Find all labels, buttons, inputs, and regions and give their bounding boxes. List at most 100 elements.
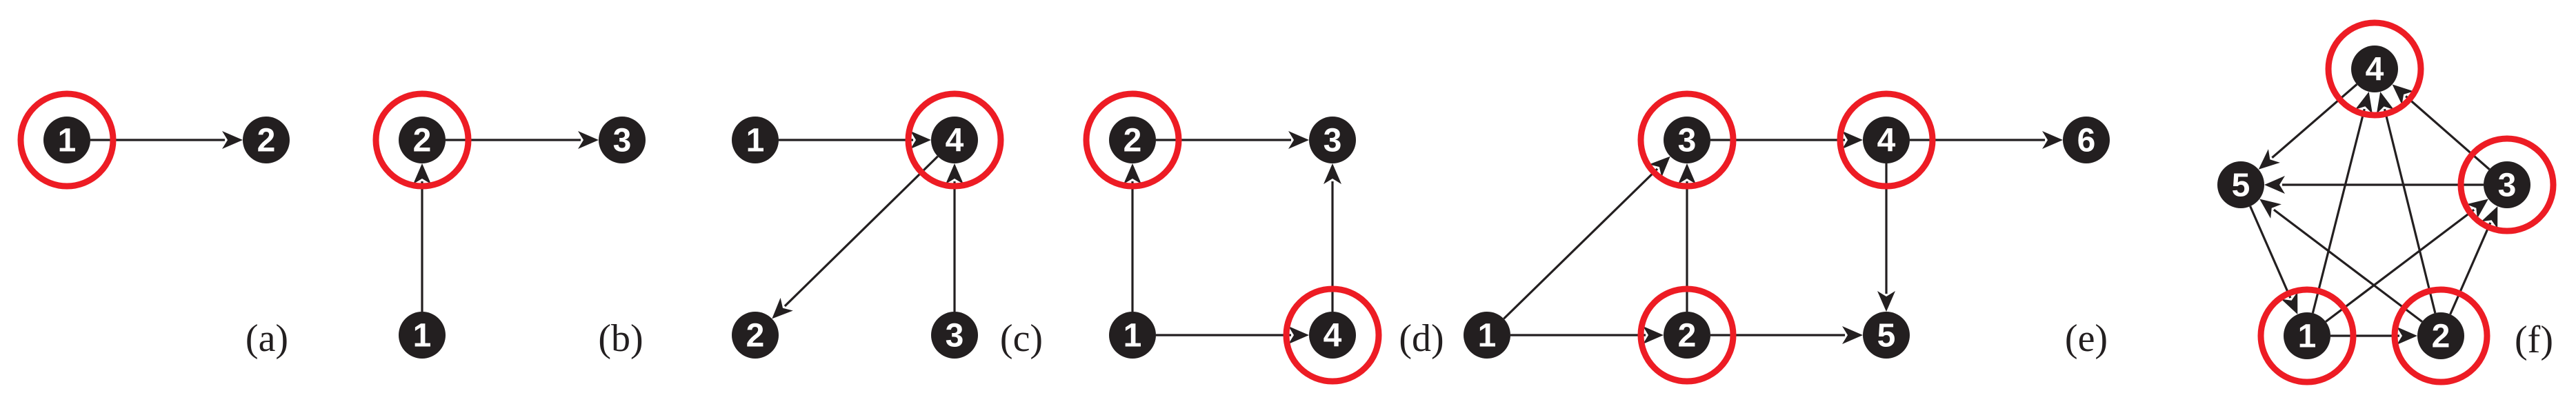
arrowhead-icon (2481, 206, 2498, 229)
panel-label: (c) (1000, 317, 1043, 360)
edge-1-to-2 (413, 163, 431, 312)
arrowhead-icon (578, 131, 599, 149)
node-circle (732, 312, 779, 359)
arrowhead-icon (1324, 163, 1341, 184)
edge-2-to-5 (2259, 199, 2423, 323)
node-circle (2063, 117, 2110, 163)
node-1: 1 (732, 117, 779, 163)
edge-5-to-1 (2249, 205, 2298, 314)
edge-1-to-2 (2330, 327, 2417, 345)
node-label: 4 (1324, 318, 1342, 354)
arrowhead-icon (1842, 131, 1863, 149)
edge-line (2325, 208, 2475, 323)
highlight-ring (1083, 90, 1182, 190)
edge-4-to-5 (2258, 83, 2358, 170)
node-4: 4 (1283, 285, 1382, 385)
edge-3-to-4 (946, 163, 963, 312)
node-label: 2 (257, 123, 276, 159)
node-circle (2417, 312, 2464, 359)
node-label: 5 (1877, 318, 1896, 354)
node-circle (599, 117, 646, 163)
edge-line (783, 155, 939, 308)
edge-2-to-3 (2449, 206, 2498, 315)
arrowhead-icon (413, 163, 431, 184)
edge-3-to-5 (2264, 176, 2484, 194)
node-4: 4 (905, 90, 1004, 190)
arrowhead-icon (2355, 92, 2373, 114)
arrowhead-icon (772, 297, 793, 319)
node-1: 1 (2257, 286, 2357, 385)
edge-2-to-4 (2376, 92, 2437, 314)
edge-1-to-4 (1156, 326, 1309, 344)
node-label: 4 (1877, 123, 1896, 159)
node-3: 3 (1637, 90, 1737, 190)
node-circle (2217, 161, 2264, 208)
node-label: 3 (946, 318, 964, 354)
node-circle (243, 117, 290, 163)
node-label: 1 (58, 123, 77, 159)
highlight-ring (372, 90, 472, 190)
edge-4-to-2 (772, 155, 939, 319)
panel-label: (b) (598, 317, 643, 360)
edge-1-to-3 (1503, 156, 1670, 320)
node-circle (1863, 312, 1910, 359)
node-circle (1464, 312, 1510, 359)
edge-line (2249, 205, 2292, 299)
node-circle (1109, 117, 1156, 163)
highlight-ring (1283, 285, 1382, 385)
node-label: 2 (413, 123, 432, 159)
edge-1-to-2 (1124, 163, 1141, 312)
node-circle (931, 117, 978, 163)
edge-line (2449, 222, 2492, 315)
edge-line (2273, 208, 2423, 323)
node-2: 2 (1083, 90, 1182, 190)
node-circle (1863, 117, 1910, 163)
node-circle (1309, 312, 1356, 359)
arrowhead-icon (2397, 327, 2417, 345)
arrowhead-icon (1288, 326, 1309, 344)
node-label: 4 (2366, 52, 2384, 88)
node-label: 1 (2298, 319, 2317, 355)
panel-d: 2 3 1 4 (d) (1083, 90, 1444, 385)
edge-1-to-2 (1510, 326, 1664, 344)
node-2: 2 (372, 90, 472, 190)
node-2: 2 (1637, 285, 1737, 385)
arrowhead-icon (2281, 292, 2298, 314)
arrowhead-icon (1877, 291, 1895, 312)
highlight-ring (2457, 135, 2557, 234)
arrowhead-icon (1649, 156, 1670, 177)
node-3: 3 (931, 312, 978, 359)
highlight-ring (905, 90, 1004, 190)
node-label: 1 (1124, 318, 1142, 354)
node-circle (1664, 117, 1710, 163)
arrowhead-icon (222, 131, 243, 149)
node-circle (43, 117, 90, 163)
node-label: 1 (746, 123, 765, 159)
highlight-ring (17, 90, 117, 190)
edge-line (1503, 168, 1659, 320)
node-1: 1 (17, 90, 117, 190)
arrowhead-icon (1643, 326, 1664, 344)
node-circle (732, 117, 779, 163)
edge-line (2383, 108, 2437, 314)
node-2: 2 (243, 117, 290, 163)
highlight-ring (2325, 19, 2424, 119)
edge-line (2271, 83, 2358, 159)
node-circle (2284, 312, 2330, 359)
node-6: 6 (2063, 117, 2110, 163)
node-circle (399, 312, 446, 359)
node-label: 2 (2432, 319, 2450, 355)
node-3: 3 (599, 117, 646, 163)
panel-label: (d) (1399, 317, 1444, 360)
arrowhead-icon (2258, 149, 2280, 170)
node-3: 3 (2457, 135, 2557, 234)
highlight-ring (1637, 90, 1737, 190)
node-circle (1109, 312, 1156, 359)
node-3: 3 (1309, 117, 1356, 163)
arrowhead-icon (1842, 326, 1863, 344)
highlight-ring (2257, 286, 2357, 385)
arrowhead-icon (2376, 92, 2394, 114)
node-circle (2484, 161, 2530, 208)
node-label: 5 (2232, 168, 2250, 204)
